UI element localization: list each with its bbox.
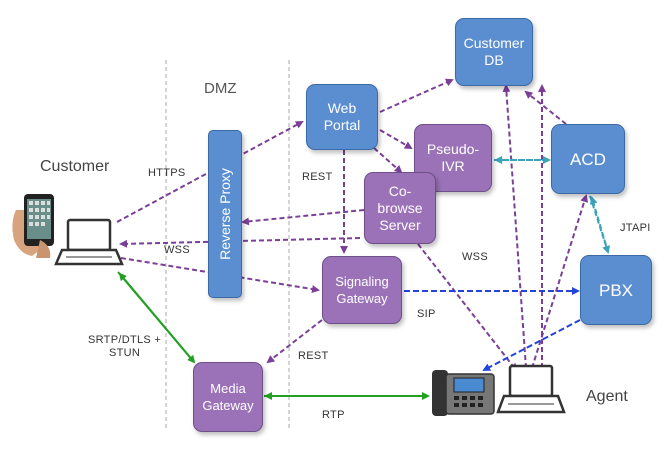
label-rest-media: REST: [298, 350, 329, 362]
label-rtp: RTP: [322, 409, 345, 421]
desk-phone-icon: [432, 370, 495, 416]
arrow-proxy-cobrowse: [241, 209, 365, 226]
label-jtapi: JTAPI: [620, 222, 651, 234]
arrow-webportal-pseudoivr: [379, 129, 413, 150]
zone-dmz-label: DMZ: [204, 80, 237, 97]
smartphone-icon: [12, 194, 54, 258]
arrow-pbx-deskphone: [482, 319, 581, 371]
arrow-signaling-media: [266, 319, 323, 364]
reverse-proxy-label: Reverse Proxy: [217, 168, 233, 260]
pbx-node: PBX: [580, 255, 652, 325]
arrow-webportal-customerdb: [379, 78, 454, 113]
agent-laptop-icon: [496, 364, 566, 414]
label-wss-agent: WSS: [462, 251, 488, 263]
label-wss-proxy: WSS: [164, 244, 190, 256]
cobrowse-server-node: Co- browse Server: [364, 172, 436, 244]
label-rest-portal: REST: [302, 171, 333, 183]
agent-label: Agent: [586, 388, 628, 405]
label-srtp-dtls-stun: SRTP/DTLS + STUN: [88, 334, 162, 359]
acd-node: ACD: [551, 124, 625, 194]
arrow-webportal-cobrowse: [373, 147, 403, 174]
web-portal-node: Web Portal: [306, 84, 378, 150]
arrow-acd-customerdb: [524, 90, 567, 125]
signaling-gateway-node: Signaling Gateway: [322, 256, 402, 324]
label-sip: SIP: [417, 308, 436, 320]
arrow-agent-acd: [531, 194, 589, 369]
label-https: HTTPS: [148, 167, 186, 179]
reverse-proxy-node: Reverse Proxy: [208, 130, 242, 298]
customer-label: Customer: [40, 158, 110, 175]
media-gateway-node: Media Gateway: [193, 362, 263, 432]
laptop-icon: [54, 218, 124, 266]
arrow-cobrowse-agent: [417, 243, 518, 372]
customer-db-node: Customer DB: [455, 18, 533, 86]
arrow-agent-customerdb: [502, 84, 527, 369]
